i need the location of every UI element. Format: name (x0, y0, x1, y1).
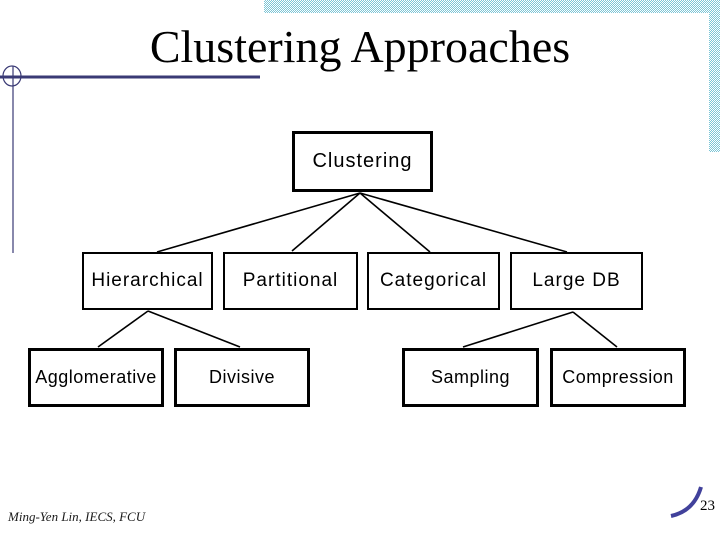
connector-clustering-largedb (359, 192, 568, 253)
node-clustering: Clustering (292, 131, 433, 192)
connector-largedb-compression (572, 311, 618, 348)
top-accent-band (264, 0, 720, 13)
slide-title: Clustering Approaches (149, 21, 571, 72)
footer-credit: Ming-Yen Lin, IECS, FCU (8, 509, 146, 524)
connector-clustering-partitional (291, 192, 361, 252)
connector-hierarchical-agglomerative (97, 310, 149, 348)
node-large-db: Large DB (510, 252, 643, 310)
connector-clustering-categorical (359, 192, 431, 253)
node-partitional: Partitional (223, 252, 358, 310)
page-swoosh-icon (670, 486, 703, 518)
node-hierarchical: Hierarchical (82, 252, 213, 310)
node-agglomerative: Agglomerative (28, 348, 164, 407)
right-accent-bar (709, 13, 720, 152)
page-number: 23 (700, 498, 715, 514)
node-compression: Compression (550, 348, 686, 407)
connector-clustering-hierarchical (156, 192, 361, 253)
connector-hierarchical-divisive (147, 310, 241, 348)
node-sampling: Sampling (402, 348, 539, 407)
connector-largedb-sampling (462, 311, 574, 348)
node-categorical: Categorical (367, 252, 500, 310)
node-divisive: Divisive (174, 348, 310, 407)
